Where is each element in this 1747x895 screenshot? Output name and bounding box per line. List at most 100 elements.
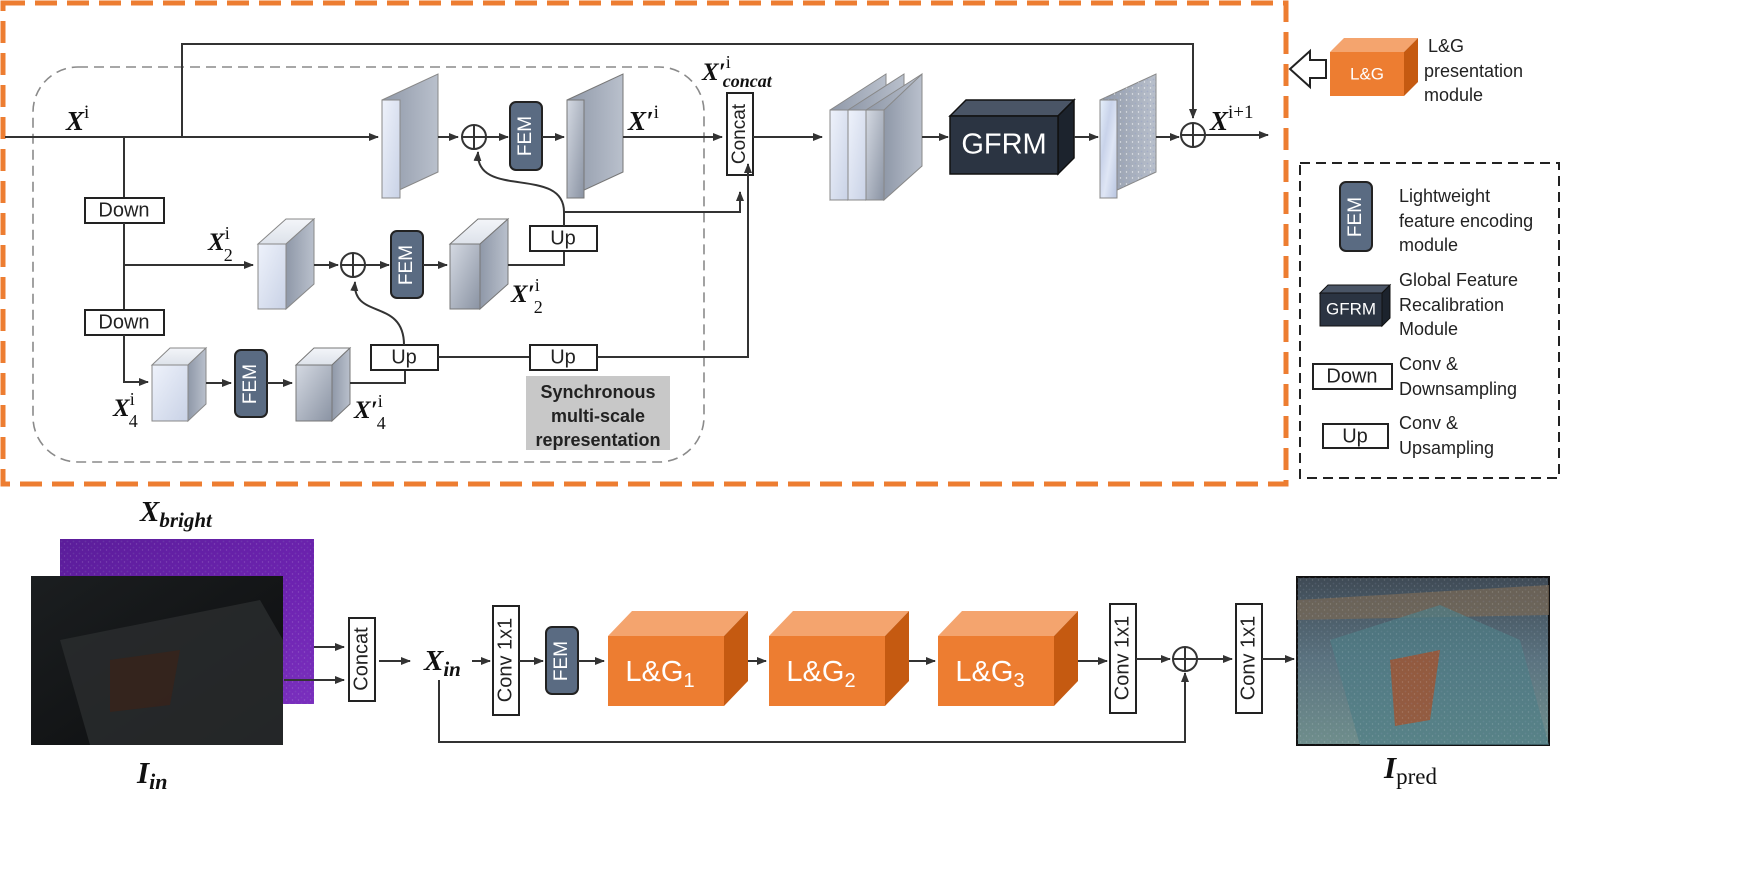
conv1x1-box-3: Conv 1x1 <box>1235 603 1263 714</box>
conv1x1-box-1: Conv 1x1 <box>492 605 520 716</box>
down-box-2: Down <box>84 309 165 336</box>
lg-desc-line2: presentation <box>1424 61 1523 81</box>
fem-desc-line1: Lightweight <box>1399 186 1490 206</box>
legend-panel <box>1299 162 1560 479</box>
svg-text:L&G: L&G <box>1350 64 1384 83</box>
x-prime-i-label: X′i <box>627 102 659 136</box>
down-legend-box: Down <box>1312 363 1393 390</box>
concat-feature-stack <box>829 72 923 202</box>
lg-desc-line1: L&G <box>1428 36 1464 56</box>
plus-circle-icon <box>1172 646 1198 672</box>
down-box-1: Down <box>84 197 165 224</box>
fem-block: FEM <box>234 349 268 418</box>
svg-text:Down: Down <box>1326 365 1377 387</box>
fem-block: FEM <box>509 101 543 171</box>
predicted-output-image <box>1296 576 1550 746</box>
up-box-scale4-concat: Up <box>529 344 598 371</box>
svg-text:Down: Down <box>98 199 149 221</box>
multi-scale-region <box>32 66 705 463</box>
feature-map-scale2 <box>256 217 316 311</box>
gfrm-legend-icon: GFRM <box>1318 283 1392 328</box>
arrow <box>123 335 149 386</box>
feature-map-scale4 <box>150 346 208 423</box>
svg-text:Concat: Concat <box>729 103 750 164</box>
hollow-left-arrow-icon <box>1288 48 1327 90</box>
lg-desc-line3: module <box>1424 85 1483 105</box>
i-in-label: Iin <box>136 755 167 794</box>
concat-box-top: Concat <box>726 92 754 176</box>
feature-map-scale1 <box>381 73 439 199</box>
svg-text:L&G1: L&G1 <box>625 656 694 692</box>
lg-block-3: L&G3 <box>938 611 1078 706</box>
svg-text:Conv 1x1: Conv 1x1 <box>1111 616 1133 701</box>
svg-text:Concat: Concat <box>350 627 372 691</box>
residual-skip-line <box>181 43 1197 137</box>
feature-map-scale2-out <box>448 217 510 311</box>
down-desc-line2: Downsampling <box>1399 379 1517 399</box>
svg-text:Down: Down <box>98 311 149 333</box>
up-legend-box: Up <box>1322 423 1389 449</box>
to-concat-arrow <box>597 163 752 358</box>
upsample-line <box>508 251 565 266</box>
global-skip-line <box>438 672 1189 743</box>
svg-text:Synchronous: Synchronous <box>540 382 655 402</box>
concat-box-bottom: Concat <box>348 617 376 702</box>
gfrm-desc-line3: Module <box>1399 319 1458 339</box>
to-concat-arrow <box>564 191 744 213</box>
dark-input-image <box>31 576 283 745</box>
up-desc-line2: Upsampling <box>1399 438 1494 458</box>
lg-block-1: L&G1 <box>608 611 748 706</box>
svg-text:Up: Up <box>391 346 417 368</box>
up-box-scale2: Up <box>529 225 598 252</box>
svg-text:GFRM: GFRM <box>1326 299 1376 318</box>
down-desc-line1: Conv & <box>1399 354 1458 374</box>
lg-block-2: L&G2 <box>769 611 909 706</box>
feature-map-recalibrated <box>1099 73 1157 199</box>
x-i-label: Xi <box>65 102 89 136</box>
conv1x1-box-2: Conv 1x1 <box>1109 603 1137 714</box>
svg-text:FEM: FEM <box>1345 197 1366 237</box>
svg-text:L&G2: L&G2 <box>786 656 855 692</box>
gfrm-block: GFRM <box>948 98 1076 176</box>
svg-text:GFRM: GFRM <box>961 129 1046 161</box>
up-box-scale4: Up <box>370 344 439 371</box>
gfrm-desc-line2: Recalibration <box>1399 295 1504 315</box>
plus-circle-icon <box>461 124 487 150</box>
up-desc-line1: Conv & <box>1399 413 1458 433</box>
upsample-line <box>350 370 406 384</box>
svg-text:FEM: FEM <box>551 641 572 681</box>
svg-text:FEM: FEM <box>515 116 536 156</box>
svg-text:Up: Up <box>550 346 576 368</box>
fem-desc-line3: module <box>1399 235 1458 255</box>
i-pred-label: Ipred <box>1383 750 1437 789</box>
upsample-to-add-arrow <box>473 151 565 226</box>
svg-text:FEM: FEM <box>240 364 261 404</box>
feature-map-scale1-out <box>566 73 624 199</box>
svg-text:Up: Up <box>550 227 576 249</box>
svg-text:Conv 1x1: Conv 1x1 <box>1237 616 1259 701</box>
fem-desc-line2: feature encoding <box>1399 211 1533 231</box>
fem-block-bottom: FEM <box>545 626 579 695</box>
svg-text:L&G3: L&G3 <box>955 656 1024 692</box>
gfrm-desc-line1: Global Feature <box>1399 270 1518 290</box>
lg-legend-box: L&G <box>1330 38 1418 96</box>
lg-module-border <box>0 0 1289 487</box>
fem-block: FEM <box>390 230 424 299</box>
svg-text:representation: representation <box>535 430 660 450</box>
feature-map-scale4-out <box>294 346 352 423</box>
svg-text:FEM: FEM <box>396 245 417 285</box>
x-next-label: Xi+1 <box>1209 102 1254 136</box>
svg-text:Conv 1x1: Conv 1x1 <box>494 618 516 703</box>
plus-circle-icon <box>340 252 366 278</box>
svg-text:multi-scale: multi-scale <box>551 406 645 426</box>
upsample-to-add-arrow <box>350 281 405 346</box>
fem-legend-icon: FEM <box>1339 181 1373 252</box>
svg-text:Up: Up <box>1342 425 1368 447</box>
x-bright-label: Xbright <box>139 496 213 532</box>
